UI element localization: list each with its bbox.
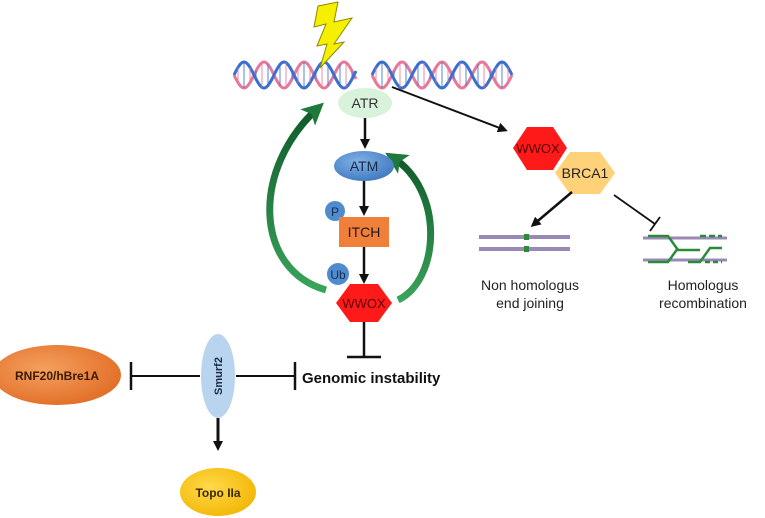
inhibit-to-hr xyxy=(613,194,656,225)
hr-label-line1: Homologus xyxy=(668,277,739,293)
wwox-label: WWOX xyxy=(342,296,386,311)
lightning-icon xyxy=(313,1,354,69)
ubiquitin-label: Ub xyxy=(330,268,346,282)
brca1-node xyxy=(555,152,615,194)
itch-label: ITCH xyxy=(348,224,381,240)
topo-label: Topo IIa xyxy=(195,486,240,500)
atr-node xyxy=(338,88,392,118)
itch-node xyxy=(339,217,389,247)
smurf2-node xyxy=(201,334,235,418)
smurf2-label: Smurf2 xyxy=(213,357,225,395)
arrow-atr-brca1 xyxy=(391,86,508,133)
atm-label: ATM xyxy=(350,158,379,174)
genomic-instability-label: Genomic instability xyxy=(302,370,441,387)
brca1-label: BRCA1 xyxy=(562,165,609,181)
rnf20-node xyxy=(0,345,121,405)
inhibit-bar-hr xyxy=(649,216,661,232)
ubiquitin-badge xyxy=(327,263,349,285)
phospho-badge xyxy=(325,201,345,221)
arrow-to-nhej xyxy=(530,191,573,227)
nhej-dna-icon xyxy=(479,234,570,252)
feedback-arrow-left xyxy=(266,102,327,294)
atr-label: ATR xyxy=(352,95,379,111)
feedback-arrow-right xyxy=(385,152,434,304)
atm-node xyxy=(334,151,394,181)
nhej-label-line1: Non homologus xyxy=(481,277,579,293)
wwox-complex-node xyxy=(513,127,567,170)
rnf20-label: RNF20/hBre1A xyxy=(15,369,99,383)
hr-crossover-icon xyxy=(643,234,727,264)
dna-helix-right xyxy=(370,60,514,90)
nhej-label-line2: end joining xyxy=(496,295,564,311)
dna-helix-left xyxy=(232,60,358,90)
hr-label-line2: recombination xyxy=(659,295,747,311)
wwox-node xyxy=(336,284,392,322)
phospho-label: P xyxy=(331,205,339,219)
topo-node xyxy=(180,468,256,516)
wwox-complex-label: WWOX xyxy=(516,141,560,156)
